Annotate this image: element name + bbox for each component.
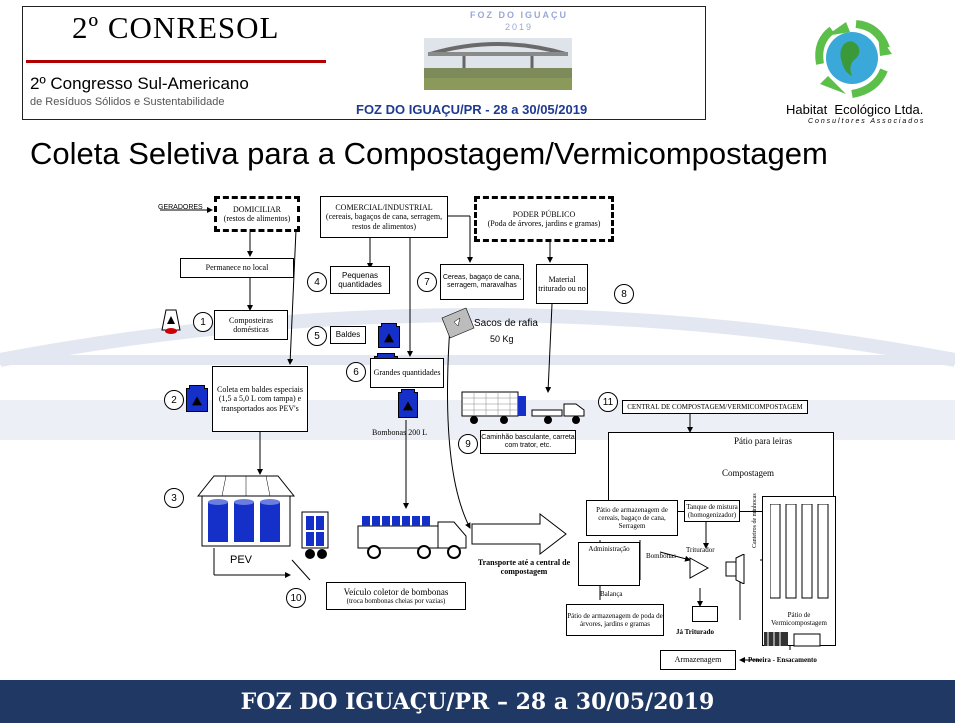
armazenagem-box: Armazenagem <box>660 650 736 670</box>
footer-bar: FOZ DO IGUAÇU/PR – 28 a 30/05/2019 <box>0 680 955 723</box>
dump-truck-icon <box>460 388 596 428</box>
foz-logo-year: 2019 <box>505 22 534 32</box>
slide-title: Coleta Seletiva para a Compostagem/Vermi… <box>30 136 828 171</box>
triturador-label: Triturador <box>686 546 715 554</box>
conresol-logo: 2º CONRESOL <box>72 10 280 45</box>
header-banner <box>22 6 706 120</box>
comercial-sub: (cereais, bagaços de cana, serragem, res… <box>325 212 443 231</box>
bombona-icon <box>398 389 418 418</box>
patio-armazenagem-cereais-box: Pátio de armazenagem de cereais, bagaço … <box>586 500 678 536</box>
sacos-kg-label: 50 Kg <box>490 334 514 344</box>
administracao-box: Administração <box>578 542 640 586</box>
patio-verm-label: Pátio de Vermicompostagem <box>771 610 827 627</box>
poder-publico-box: PODER PÚBLICO (Poda de árvores, jardins … <box>474 196 614 242</box>
step-number-6: 6 <box>346 362 366 382</box>
bombonas-label: Bombonas 200 L <box>372 428 428 437</box>
bombonas-small-label: Bombonas <box>646 552 676 560</box>
geradores-label: GERADORES <box>158 204 203 211</box>
cereais-box: Cereas, bagaço de cana, serragem, marava… <box>440 264 524 300</box>
veiculo-sub: (troca bombonas cheias por vazias) <box>346 597 446 606</box>
veiculo-box: Veículo coletor de bombonas (troca bombo… <box>326 582 466 610</box>
partner-name: Habitat Ecológico Ltda. <box>786 102 924 117</box>
bucket-icon <box>378 323 400 348</box>
tanque-box: Tanque de mistura (homogenizador) <box>684 500 740 522</box>
domiciliar-title: DOMICILIAR <box>233 204 281 214</box>
veiculo-title: Veículo coletor de bombonas <box>343 586 449 597</box>
step-number-7: 7 <box>417 272 437 292</box>
composteiras-box: Composteiras domésticas <box>214 310 288 340</box>
central-box: CENTRAL DE COMPOSTAGEM/VERMICOMPOSTAGEM <box>622 400 808 414</box>
step-number-11: 11 <box>598 392 618 412</box>
grandes-box: Grandes quantidades <box>370 358 444 388</box>
domiciliar-box: DOMICILIAR (restos de alimentos) <box>214 196 300 232</box>
step-number-5: 5 <box>307 326 327 346</box>
step-number-8: 8 <box>614 284 634 304</box>
canteiros-rows <box>769 503 830 600</box>
congress-line-1: 2º Congresso Sul-Americano <box>30 74 249 93</box>
footer-text: FOZ DO IGUAÇU/PR – 28 a 30/05/2019 <box>240 688 715 715</box>
sack-icon <box>438 306 478 340</box>
patio-poda-box: Pátio de armazenagem de poda de árvores,… <box>566 604 664 636</box>
permanece-box: Permanece no local <box>180 258 294 278</box>
event-place-date: FOZ DO IGUAÇU/PR - 28 a 30/05/2019 <box>356 102 588 117</box>
canteiros-label: Canteiros de minhocas <box>752 493 758 548</box>
step-number-3: 3 <box>164 488 184 508</box>
step-number-4: 4 <box>307 272 327 292</box>
material-box: Material triturado ou no <box>536 264 588 304</box>
poder-title: PODER PÚBLICO <box>512 209 576 219</box>
pev-label: PEV <box>230 554 253 566</box>
step-number-9: 9 <box>458 434 478 454</box>
step-number-10: 10 <box>286 588 306 608</box>
recycle-globe-icon <box>806 14 898 100</box>
patio-leiras-label: Pátio para leiras <box>734 436 792 446</box>
coleta-baldes-box: Coleta em baldes especiais (1,5 a 5,0 L … <box>212 366 308 432</box>
step-number-1: 1 <box>193 312 213 332</box>
step-number-2: 2 <box>164 390 184 410</box>
poder-sub: (Poda de árvores, jardins e gramas) <box>487 219 601 228</box>
balanca-label: Balança <box>600 590 623 598</box>
compostagem-label: Compostagem <box>722 468 774 478</box>
composter-icon <box>160 308 182 334</box>
sieve-icon <box>764 632 822 648</box>
domiciliar-sub: (restos de alimentos) <box>223 214 291 223</box>
caminhao-box: Caminhão basculante, carreta com trator,… <box>480 430 576 454</box>
sacos-label: Sacos de rafia <box>474 318 538 329</box>
comercial-title: COMERCIAL/INDUSTRIAL <box>335 203 433 213</box>
congress-line-2: de Resíduos Sólidos e Sustentabilidade <box>30 96 225 108</box>
foz-logo-top: FOZ DO IGUAÇU <box>470 10 568 20</box>
administracao-label: Administração <box>588 545 630 553</box>
transporte-label: Transporte até a central de compostagem <box>477 558 571 577</box>
comercial-box: COMERCIAL/INDUSTRIAL (cereais, bagaços d… <box>320 196 448 238</box>
partner-tagline: C o n s u l t o r e s A s s o c i a d o … <box>808 118 924 125</box>
peneira-label: Peneira - Ensacamento <box>748 656 817 664</box>
conresol-logo-underline <box>26 60 326 63</box>
ja-triturado-icon <box>692 606 718 622</box>
triturador-icon <box>686 553 746 585</box>
ja-triturado-label: Já Triturado <box>676 628 715 636</box>
baldes-box: Baldes <box>330 326 366 344</box>
coleta-bucket-icon <box>186 385 208 412</box>
collection-truck-icon <box>300 504 470 564</box>
pev-station-icon <box>196 474 296 548</box>
bridge-image <box>424 38 572 90</box>
pequenas-box: Pequenas quantidades <box>330 266 390 294</box>
